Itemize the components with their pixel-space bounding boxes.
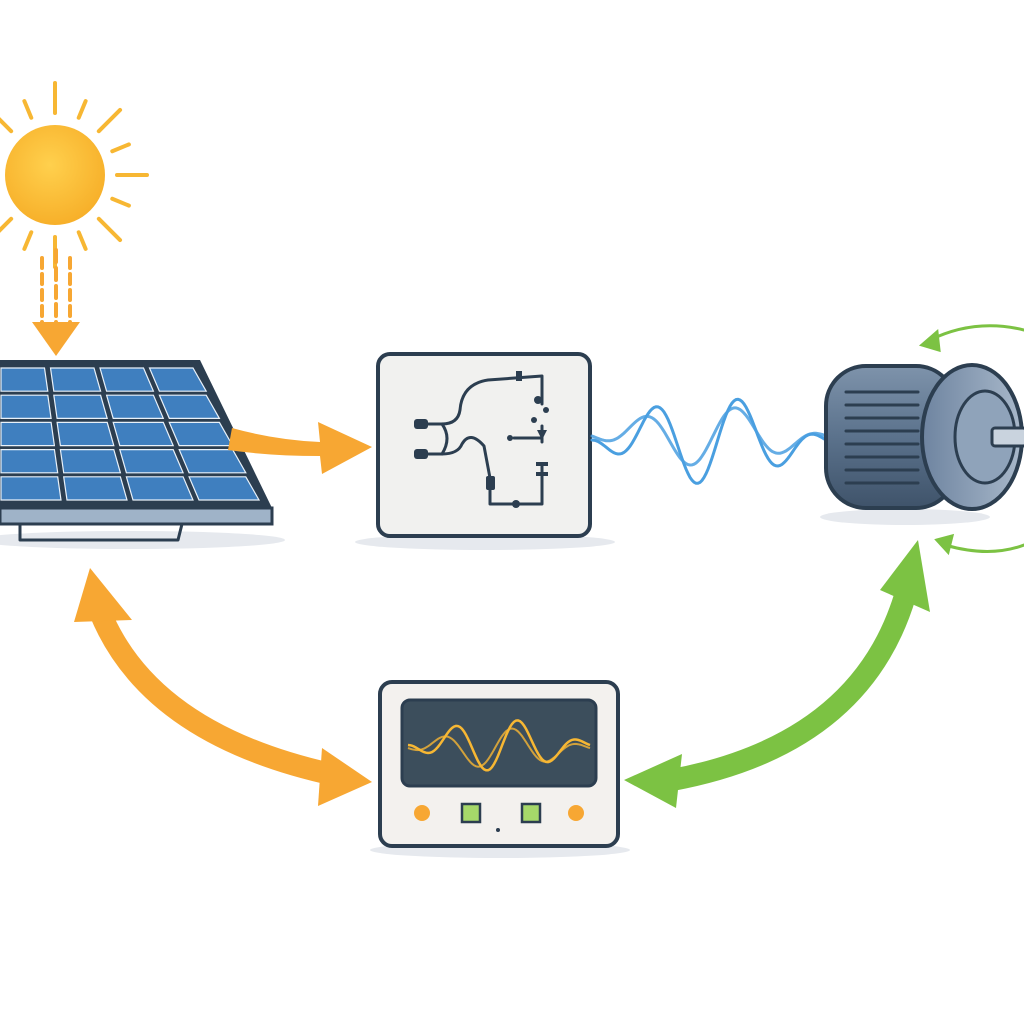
rotation-arrow-icon xyxy=(918,324,1024,556)
ac-waveform-line xyxy=(590,397,828,485)
electric-motor-icon xyxy=(824,363,1024,511)
solar-panel-icon xyxy=(0,360,274,542)
control-button xyxy=(460,802,482,824)
panel-monitor-double-arrow xyxy=(74,568,372,806)
sunlight-arrow xyxy=(32,248,80,356)
control-button xyxy=(520,802,542,824)
monitor-motor-double-arrow xyxy=(624,540,930,808)
oscilloscope-icon xyxy=(378,680,620,848)
indicator-light xyxy=(568,805,584,821)
sun-icon xyxy=(0,81,149,269)
indicator-light xyxy=(414,805,430,821)
circuit-board-icon xyxy=(376,352,592,538)
panel-to-inverter-arrow xyxy=(228,422,372,474)
